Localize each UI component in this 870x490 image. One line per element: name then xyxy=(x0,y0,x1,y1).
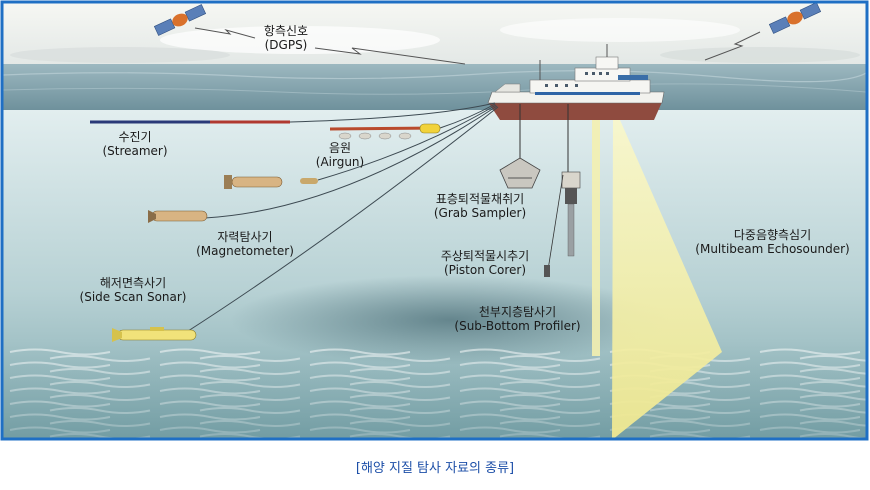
figure-caption: [해양 지질 탐사 자료의 종류] xyxy=(355,461,515,476)
label-subbottom: 천부지층탐사기 (Sub-Bottom Profiler) xyxy=(430,305,605,333)
research-vessel xyxy=(487,44,665,120)
tow-cables xyxy=(184,102,499,334)
dgps-signal xyxy=(194,27,761,65)
label-multibeam: 다중음향측심기 (Multibeam Echosounder) xyxy=(680,228,865,256)
grab-sampler-device xyxy=(499,104,541,189)
label-sidescan: 해저면측사기 (Side Scan Sonar) xyxy=(58,276,208,304)
multibeam-beam xyxy=(612,120,722,439)
label-streamer: 수진기 (Streamer) xyxy=(90,130,180,158)
label-magnetometer-ko: 자력탐사기 xyxy=(217,230,273,244)
towed-body xyxy=(148,210,208,223)
airgun-array xyxy=(329,123,441,140)
label-grab-en: (Grab Sampler) xyxy=(433,206,527,220)
label-magnetometer-en: (Magnetometer) xyxy=(196,244,294,258)
piston-corer-device xyxy=(544,104,581,277)
label-magnetometer: 자력탐사기 (Magnetometer) xyxy=(180,230,310,258)
label-subbottom-en: (Sub-Bottom Profiler) xyxy=(454,319,581,333)
label-sidescan-en: (Side Scan Sonar) xyxy=(79,290,187,304)
label-streamer-en: (Streamer) xyxy=(102,144,168,158)
label-dgps-en: (DGPS) xyxy=(264,38,308,52)
label-grab-ko: 표층퇴적물채취기 xyxy=(435,192,525,206)
label-dgps: 항측신호 (DGPS) xyxy=(246,24,326,52)
label-piston: 주상퇴적물시추기 (Piston Corer) xyxy=(420,249,550,277)
magnetometer-towfish xyxy=(224,175,318,189)
image-frame xyxy=(0,0,869,441)
label-dgps-ko: 항측신호 xyxy=(263,24,309,38)
label-piston-en: (Piston Corer) xyxy=(443,263,527,277)
label-airgun-ko: 음원 xyxy=(328,141,352,155)
survey-diagram xyxy=(0,0,869,441)
satellite-left-icon xyxy=(153,4,207,36)
label-airgun: 음원 (Airgun) xyxy=(300,141,380,169)
sea-surface xyxy=(3,64,866,110)
label-streamer-ko: 수진기 xyxy=(118,130,152,144)
label-multibeam-ko: 다중음향측심기 xyxy=(733,228,812,242)
label-grab: 표층퇴적물채취기 (Grab Sampler) xyxy=(415,192,545,220)
label-multibeam-en: (Multibeam Echosounder) xyxy=(695,242,850,256)
label-airgun-en: (Airgun) xyxy=(315,155,365,169)
satellite-right-icon xyxy=(768,3,822,34)
label-sidescan-ko: 해저면측사기 xyxy=(99,276,167,290)
label-piston-ko: 주상퇴적물시추기 xyxy=(440,249,530,263)
sub-bottom-beam xyxy=(592,120,600,356)
label-subbottom-ko: 천부지층탐사기 xyxy=(478,305,557,319)
side-scan-sonar-towfish xyxy=(112,327,197,342)
